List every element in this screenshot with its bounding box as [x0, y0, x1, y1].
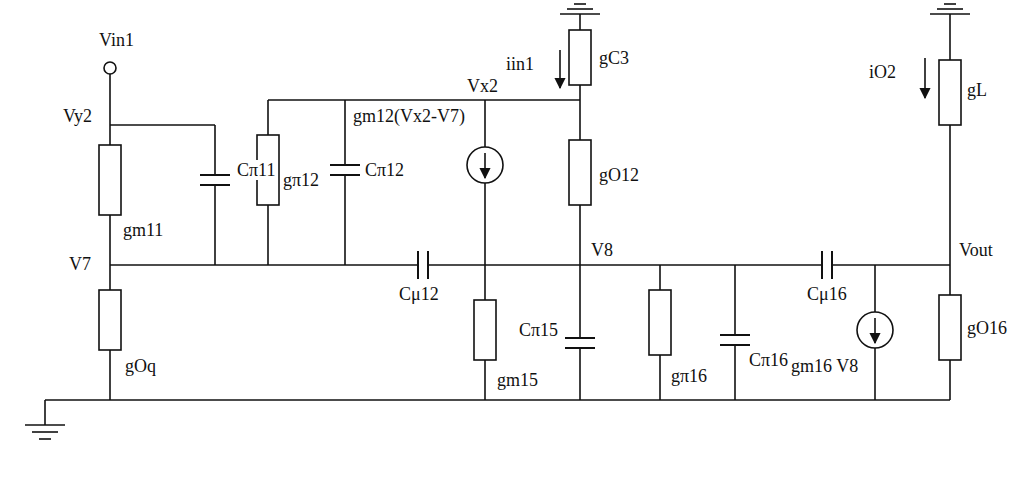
component-label: gm16 V8 [790, 356, 859, 376]
component-label: Vx2 [466, 76, 499, 96]
component-label: Cπ12 [364, 160, 405, 180]
current-source [467, 147, 893, 348]
component-label: gO12 [598, 165, 640, 185]
ground-symbol [25, 425, 65, 439]
component-label: gOq [124, 356, 157, 376]
component-label: iO2 [868, 62, 897, 82]
component-label: Cμ16 [806, 284, 848, 304]
component-label: Vin1 [98, 30, 135, 50]
component-label: gπ16 [670, 366, 708, 386]
component-label: Vout [958, 240, 994, 260]
component-label: V8 [590, 240, 614, 260]
resistor-symbol [99, 30, 961, 360]
wires [45, 14, 950, 425]
input-terminal [104, 62, 116, 74]
component-label: Cμ12 [398, 284, 440, 304]
capacitor-symbol [200, 165, 832, 348]
component-label: V7 [68, 254, 92, 274]
component-label: gπ12 [282, 170, 320, 190]
component-label: gm11 [122, 220, 164, 240]
ground-symbol [930, 4, 970, 14]
component-label: gC3 [598, 48, 630, 68]
component-label: Cπ15 [518, 320, 559, 340]
component-label: Cπ11 [236, 160, 276, 180]
ground-symbol [560, 4, 600, 14]
component-label: Cπ16 [748, 350, 789, 370]
component-label: gO16 [966, 318, 1008, 338]
component-label: iin1 [505, 54, 535, 74]
component-label: gm15 [496, 370, 539, 390]
component-label: gm12(Vx2-V7) [352, 106, 466, 126]
component-label: Vy2 [62, 106, 93, 126]
component-label: gL [966, 80, 988, 100]
